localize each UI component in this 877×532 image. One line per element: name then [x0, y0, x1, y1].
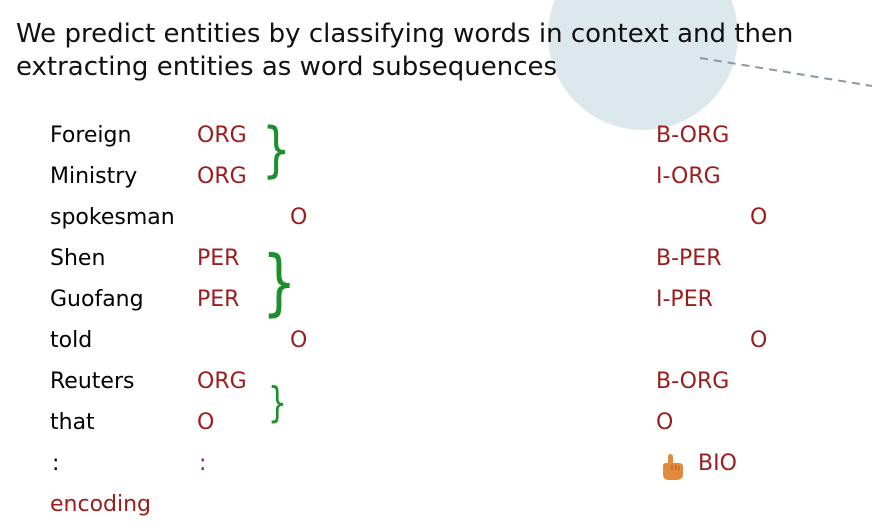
- word-shen: Shen: [50, 246, 106, 271]
- word-told: told: [50, 328, 93, 353]
- tag-that: O: [197, 410, 215, 435]
- bio-label: BIO: [698, 451, 737, 476]
- footer-encoding: encoding: [50, 492, 152, 517]
- tag-told: O: [290, 328, 308, 353]
- tag-guofang: PER: [197, 287, 240, 312]
- tag-ellipsis: :: [199, 451, 207, 476]
- pointing-hand-icon: [663, 454, 683, 480]
- bio-reuters: B-ORG: [656, 369, 730, 394]
- bio-ministry: I-ORG: [656, 164, 721, 189]
- slide-header: We predict entities by classifying words…: [16, 18, 866, 84]
- word-foreign: Foreign: [50, 123, 132, 148]
- decorative-dashed-line: [699, 57, 873, 87]
- word-ministry: Ministry: [50, 164, 138, 189]
- word-that: that: [50, 410, 95, 435]
- word-ellipsis: :: [52, 451, 60, 476]
- tag-reuters: ORG: [197, 369, 247, 394]
- header-line-2: extracting entities as word subsequences: [16, 52, 558, 82]
- bio-guofang: I-PER: [656, 287, 713, 312]
- bio-foreign: B-ORG: [656, 123, 730, 148]
- tag-shen: PER: [197, 246, 240, 271]
- tag-foreign: ORG: [197, 123, 247, 148]
- word-spokesman: spokesman: [50, 205, 175, 230]
- brace-reuters-icon: }: [268, 378, 287, 427]
- bio-told: O: [750, 328, 768, 353]
- brace-org-icon: }: [262, 115, 291, 185]
- tag-spokesman: O: [290, 205, 308, 230]
- tag-ministry: ORG: [197, 164, 247, 189]
- word-reuters: Reuters: [50, 369, 135, 394]
- brace-per-icon: }: [262, 240, 297, 324]
- bio-spokesman: O: [750, 205, 768, 230]
- bio-shen: B-PER: [656, 246, 722, 271]
- header-line-1: We predict entities by classifying words…: [16, 19, 794, 49]
- bio-that: O: [656, 410, 674, 435]
- word-guofang: Guofang: [50, 287, 144, 312]
